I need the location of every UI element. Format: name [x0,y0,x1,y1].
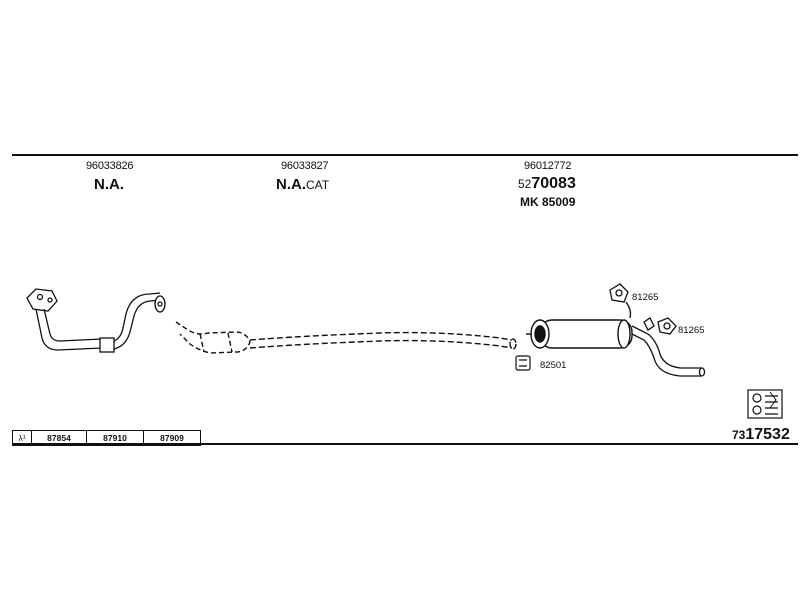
diagram-number-prefix: 73 [732,428,746,442]
catalytic-converter-icon [175,321,251,354]
callout-clamp: 82501 [540,360,567,371]
front-pipe-icon [26,288,166,353]
diagram-number-main: 17532 [745,426,790,443]
lambda-sensor-table: λ¹ 87854 87910 87909 [12,430,201,446]
callout-hanger-right: 81265 [678,325,705,336]
lambda-value-2: 87910 [87,431,144,445]
label-catalyst: N.A.CAT [276,177,329,193]
callout-hanger-top: 81265 [632,292,659,303]
clamp-icon [515,355,531,371]
label-catalyst-main: N.A. [276,176,306,193]
secondary-rear-silencer: MK 85009 [520,195,576,209]
rubber-hanger-icon [609,283,677,335]
manual-reference-icon [747,389,783,419]
label-catalyst-suffix: CAT [306,178,330,192]
bottom-rule [12,443,798,445]
diagram-number: 7317532 [732,426,790,444]
part-number-front-pipe: 96033826 [86,160,134,172]
lambda-symbol: λ¹ [13,431,32,445]
tail-pipe-icon [631,325,706,377]
lambda-value-1: 87854 [32,431,87,445]
code-rear-silencer-prefix: 52 [518,177,532,191]
code-rear-silencer: 5270083 [518,176,576,192]
part-number-catalyst: 96033827 [281,160,329,172]
rear-silencer-icon [526,319,633,349]
part-number-rear-silencer: 96012772 [524,160,572,172]
label-front-pipe: N.A. [94,176,124,193]
intermediate-pipe-icon [249,331,517,350]
code-rear-silencer-main: 70083 [531,175,576,192]
top-rule [12,154,798,156]
lambda-value-3: 87909 [160,433,184,443]
